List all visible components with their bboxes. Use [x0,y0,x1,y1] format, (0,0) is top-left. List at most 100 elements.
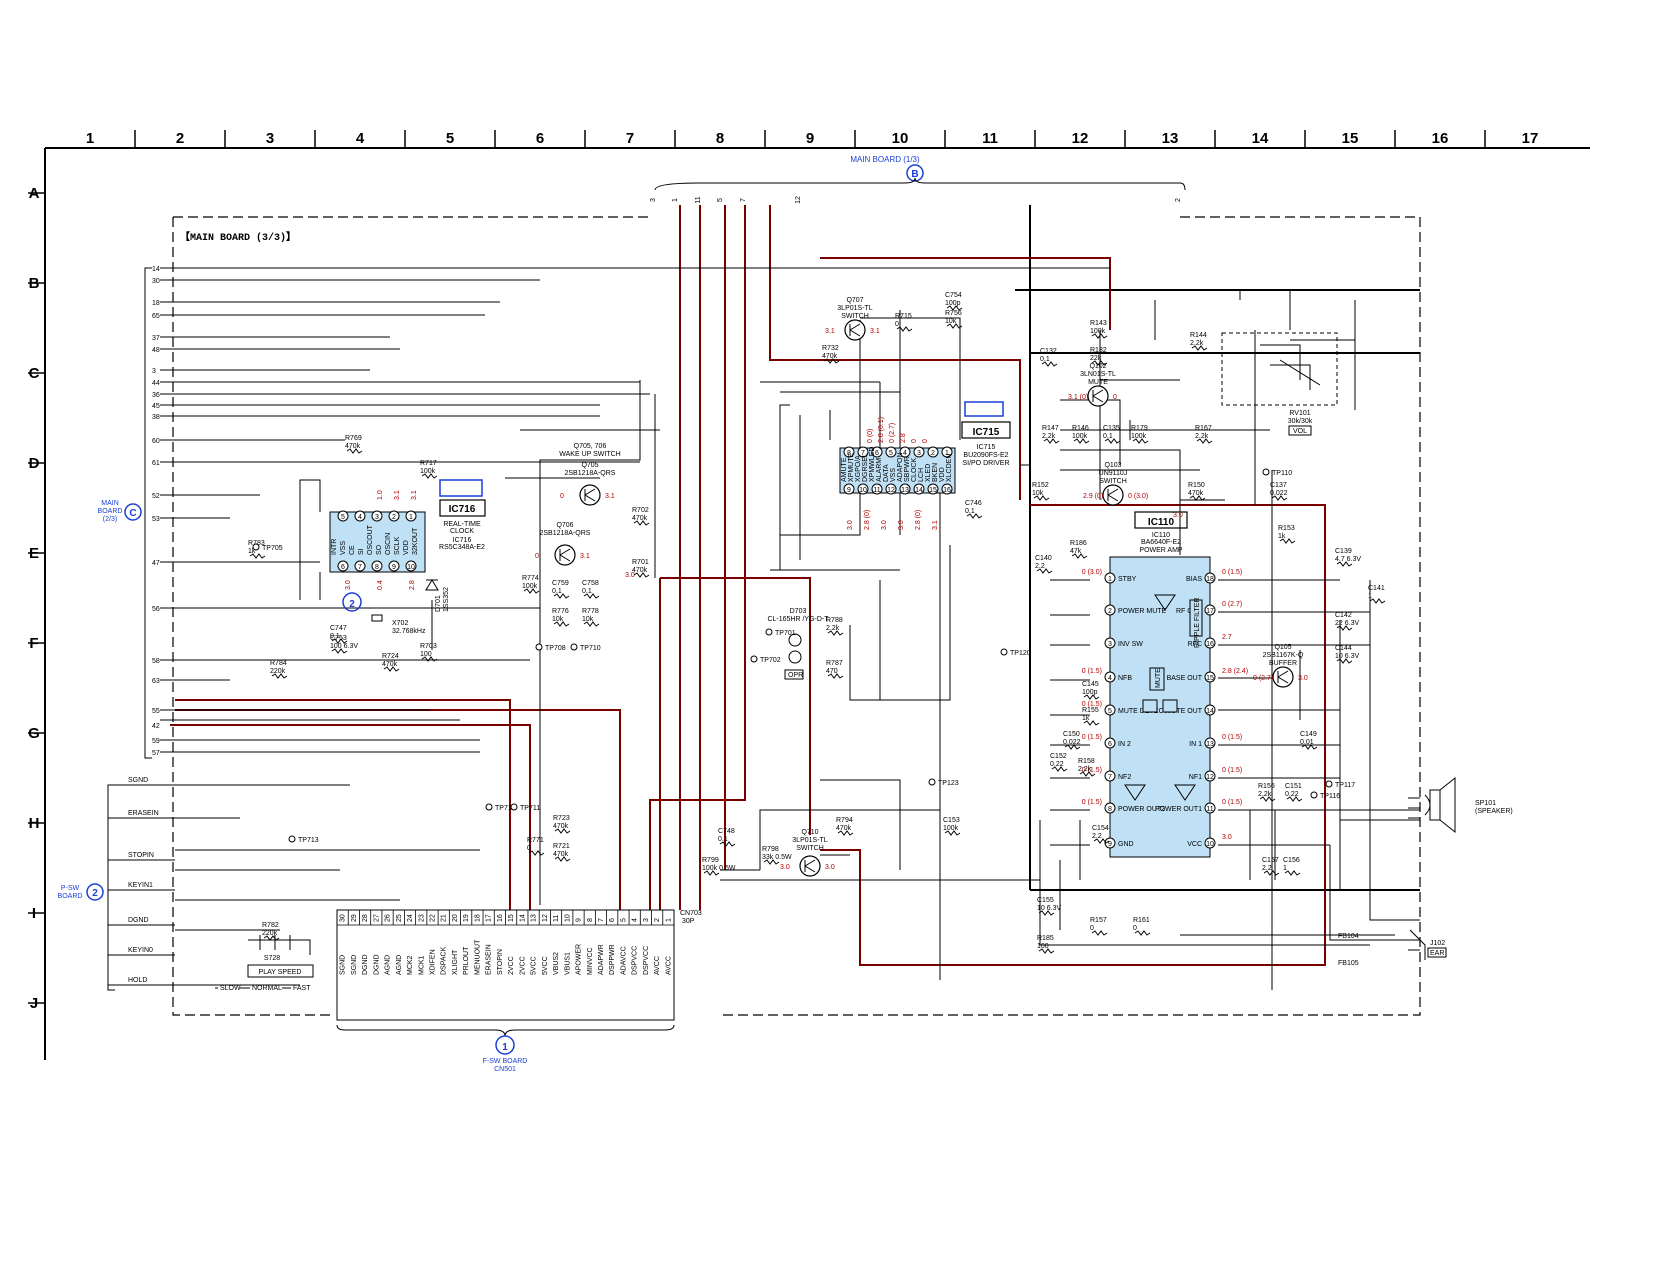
component-ref: R155 [1082,707,1099,714]
transistor-voltage: 3.1 [825,328,835,335]
ic110-pin [1204,572,1216,584]
component-symbol [1064,744,1081,750]
cn703-pin-number: 16 [497,914,504,922]
cn703-pin-number: 2 [654,918,661,922]
psw-pin-label: ERASEIN [128,810,159,817]
component-value: 470k [553,823,569,830]
component-ref: C141 [1368,585,1385,592]
transistor-ref: Q105 [1274,644,1291,651]
component-symbol [763,859,780,865]
ic716-pin [405,560,417,572]
component-value: 0.022 [1270,490,1288,497]
transistor-symbol [799,855,821,877]
led-icon [788,633,802,647]
test-point-icon [750,655,758,663]
crystal-value: 32.768kHz [392,628,426,635]
component-symbol [827,630,844,636]
connector-c-label1: MAIN [101,500,119,507]
column-label: 1 [86,130,94,147]
component-value: 0.22 [1050,761,1064,768]
ic716-voltage: 3.1 [411,490,418,500]
cn703-pin-number: 19 [463,914,470,922]
component-ref: R776 [552,608,569,615]
component-ref: R723 [553,815,570,822]
component-ref: C155 [1037,897,1054,904]
transistor-voltage: 0 [560,493,564,500]
component-ref: R703 [420,643,437,650]
component-value: 1k [248,548,256,555]
psw-pin-label: SGND [128,777,148,784]
component-symbol [1336,658,1353,664]
column-label: 5 [446,130,454,147]
ic715-pin [857,483,869,495]
left-pin-label: 30 [152,278,160,285]
test-point-icon [252,543,260,551]
psw-pin-label: KEYIN0 [128,947,153,954]
component-value: 0 [1133,925,1137,932]
ic110-pin-name: RFC [1188,641,1202,648]
ic110-pin-name: POWER MUTE [1118,608,1167,615]
top-pin-label: 1 [672,198,679,202]
ic110-pin [1204,837,1216,849]
component-ref: R185 [1037,935,1054,942]
component-value: 470k [632,515,648,522]
psw-pin-label: KEYIN1 [128,882,153,889]
component-ref: C746 [965,500,982,507]
cn703-pin-name: ERASEIN [486,944,493,975]
component-ref: R158 [1078,758,1095,765]
fsw-badge: 1 [502,1042,508,1053]
board-title: 【MAIN BOARD (3/3)】 [180,230,296,244]
component-ref: R798 [762,846,779,853]
component-symbol [1336,625,1353,631]
ic716-sub-badge: 2 [349,599,355,610]
ic715-pin [885,483,897,495]
transistor-voltage: 0 (2.7) [1253,675,1273,682]
labels: R769470kR717100kR7831kR784220kC7470.1C75… [248,292,1386,954]
ic716-pin [337,510,349,522]
test-point-icon [928,778,936,786]
cn703-pin-number: 21 [441,914,448,922]
component-symbol [1079,771,1096,777]
psw-pin-label: HOLD [128,977,147,984]
cn703-pin-name: DGND [362,954,369,975]
ic716-pin-number: 1 [409,514,413,521]
ic715-pin-number: 1 [945,450,949,457]
component-symbol [1091,333,1108,339]
transistor-ref: Q103 [1104,462,1121,469]
component-ref: C753 [330,635,347,642]
component-symbol [703,870,720,876]
component-value: 470 [826,668,838,675]
component-symbol [331,638,348,644]
component-value: 100p [945,300,961,307]
column-label: 13 [1162,130,1179,147]
test-point-label: TP710 [580,645,601,652]
rv101-ref: RV101 [1289,410,1310,417]
transistor-part: 3LP01S-TL [837,305,873,312]
component-value: 100k [420,468,436,475]
ic715-name: IC715 [977,444,996,451]
component-symbol [528,850,545,856]
column-label: 9 [806,130,814,147]
ic716-voltage: 3.0 [345,580,352,590]
ic715-pin-name: VSS [890,468,897,482]
ic110-pin [1204,637,1216,649]
cn703-pin-name: MENUOUT [474,939,481,975]
ic110-pin [1104,637,1116,649]
ic715-pin-number: 12 [887,487,895,494]
transistor-part: UN9110J [1099,470,1128,477]
ic110-pin-number: 11 [1206,806,1213,813]
component-symbol [1263,870,1280,876]
cn703-pin-number: 3 [643,918,650,922]
ic110-pin-name: BIAS [1186,576,1202,583]
component-symbol [583,621,600,627]
ic110-voltage: 0 (1.5) [1082,701,1102,708]
cn703-pin-number: 12 [542,914,549,922]
ic716-pin-name: SCLK [394,536,401,555]
transistor-symbol [844,319,866,341]
ic715-title: IC715 [973,427,1000,438]
component-value: 0.1 [965,508,975,515]
connector-b-label: MAIN BOARD (1/3) [850,155,920,164]
ic715-pin [843,483,855,495]
s728-title: PLAY SPEED [259,969,302,976]
ic110-pin-number: 10 [1206,841,1214,848]
